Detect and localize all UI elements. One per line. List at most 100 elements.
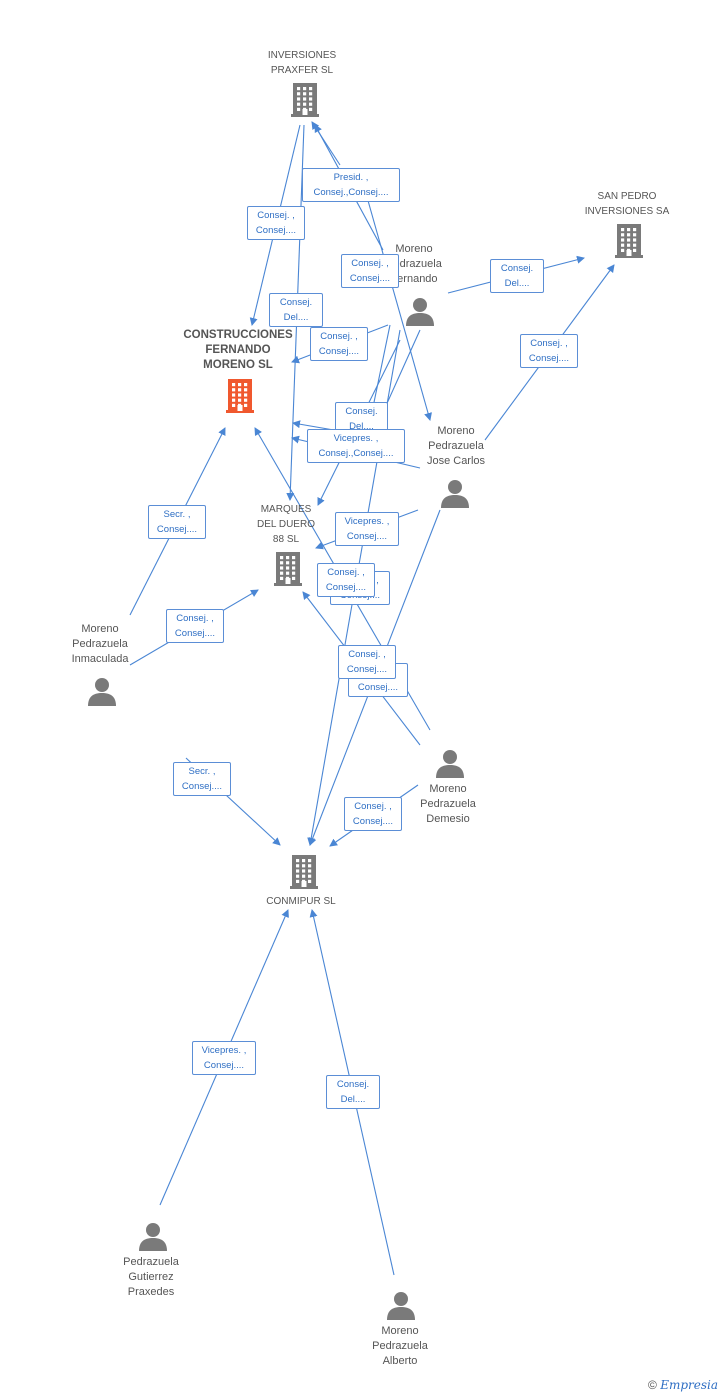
node-label-line: FERNANDO [205,344,271,356]
edge-role-label-18[interactable]: Vicepres. , Consej.... [192,1041,256,1075]
edge-role-text: Vicepres. , [333,433,379,444]
edge-role-label-12[interactable]: Consej. , Consej.... [317,563,375,597]
edge-role-text: Consej.... [325,582,367,593]
edge-line-2 [311,121,341,166]
edge-role-label-2[interactable]: Consej. , Consej.... [341,254,399,288]
edge-role-text: Secr. , [188,766,216,777]
person-icon-jose-carlos[interactable] [440,478,470,513]
node-label-line: CONMIPUR SL [266,896,336,907]
node-label-conmipur[interactable]: CONMIPUR SL [231,894,371,909]
node-label-line: CONSTRUCCIONES [183,329,293,341]
edge-role-text: Consej. , [327,567,365,578]
edge-role-label-4[interactable]: Consej.Del.... [490,259,544,293]
edge-role-text: Consej.,Consej.... [318,448,394,459]
node-label-line: Pedrazuela [420,798,476,810]
node-label-line: Jose Carlos [426,455,486,467]
building-icon-conmipur[interactable] [290,855,318,894]
edge-role-label-0[interactable]: Presid. , Consej.,Consej.... [302,168,400,202]
edge-role-label-15[interactable]: Consej. ,Consej.... [166,609,224,643]
edge-role-text: Consej.... [352,816,394,827]
edge-role-label-14[interactable]: Consej. ,Consej.... [338,645,396,679]
node-label-line: INVERSIONES SA [584,206,670,217]
edge-role-text: Del.... [504,278,530,289]
node-label-inversiones-praxfer[interactable]: INVERSIONES PRAXFER SL [232,48,372,78]
edge-role-label-8[interactable]: Vicepres. , Consej.,Consej.... [307,429,405,463]
edge-role-text: Consej. , [176,613,214,624]
person-icon-praxedes[interactable] [138,1221,168,1256]
node-label-line: PRAXFER SL [270,65,334,76]
edge-role-label-9[interactable]: Secr. , Consej.... [148,505,206,539]
edge-role-text: Consej.... [203,1060,245,1071]
edge-role-text: Consej. [345,406,378,417]
edge-role-text: Del.... [340,1094,366,1105]
node-label-san-pedro[interactable]: SAN PEDRO INVERSIONES SA [557,189,697,219]
node-label-line: Demesio [426,813,470,825]
edge-role-text: Vicepres. , [201,1045,247,1056]
edge-role-text: Consej. [336,1079,370,1090]
building-icon-construcciones[interactable] [226,379,254,418]
edge-role-label-10[interactable]: Vicepres. ,Consej.... [335,512,399,546]
node-label-line: Praxedes [127,1286,175,1298]
edge-role-text: Consej. , [257,210,295,221]
edge-role-label-1[interactable]: Consej. , Consej.... [247,206,305,240]
node-label-line: Inmaculada [71,653,129,665]
node-label-line: Fernando [390,273,438,285]
edge-role-text: Del.... [283,312,309,323]
edge-role-text: Consej.,Consej.... [313,187,389,198]
edge-role-text: Consej. [279,297,313,308]
copyright-symbol: © [648,1378,657,1392]
person-icon-fernando[interactable] [405,296,435,331]
node-label-line: Gutierrez [128,1271,174,1283]
node-label-line: Pedrazuela [72,638,128,650]
person-icon-demesio[interactable] [435,748,465,783]
building-icon-san-pedro[interactable] [615,224,643,263]
edge-role-text: Del.... [349,421,374,432]
person-icon-inmaculada[interactable] [87,676,117,711]
footer-brand: © Empresia [648,1378,718,1392]
node-label-line: MORENO SL [203,359,273,371]
node-label-line: Moreno [395,243,433,255]
edge-role-text: Consej.... [181,781,223,792]
edge-role-text: Consej.... [318,346,360,357]
brand-name: Empresia [660,1378,718,1392]
node-label-construcciones[interactable]: CONSTRUCCIONES FERNANDO MORENO SL [168,328,308,373]
node-label-line: MARQUES [260,504,312,515]
edge-role-text: Presid. , [333,172,369,183]
building-icon-marques[interactable] [274,552,302,591]
node-label-line: 88 SL [272,534,300,545]
building-icon-inversiones-praxfer[interactable] [291,83,319,122]
edge-role-label-3[interactable]: Consej. Del.... [269,293,323,327]
edge-role-text: Consej. , [320,331,358,342]
edge-role-label-5[interactable]: Consej. , Consej.... [310,327,368,361]
edge-role-text: Consej. , [530,338,568,349]
edge-role-label-17[interactable]: Consej. ,Consej.... [344,797,402,831]
edge-role-label-16[interactable]: Secr. , Consej.... [173,762,231,796]
edge-role-text: Consej. , [351,258,389,269]
edge-role-label-19[interactable]: Consej. Del.... [326,1075,380,1109]
edge-role-label-6[interactable]: Consej. , Consej.... [520,334,578,368]
node-label-line: Alberto [382,1355,418,1367]
edge-line-8 [369,324,391,413]
edge-role-text: Consej.... [349,273,391,284]
edge-role-text: Consej.... [357,682,399,693]
node-label-line: Pedrazuela [372,1340,428,1352]
edge-role-text: Consej.... [156,524,198,535]
node-label-line: Moreno [381,1325,419,1337]
node-label-line: Moreno [81,623,119,635]
person-icon-alberto[interactable] [386,1290,416,1325]
node-label-line: Pedrazuela [123,1256,179,1268]
node-label-line: INVERSIONES [267,50,337,61]
node-label-line: Moreno [437,425,475,437]
edge-role-text: Secr. , [163,509,191,520]
edge-role-text: Vicepres. , [344,516,390,527]
edge-role-text: Consej.... [255,225,297,236]
edge-role-text: Consej.... [528,353,570,364]
node-label-line: SAN PEDRO [597,191,657,202]
